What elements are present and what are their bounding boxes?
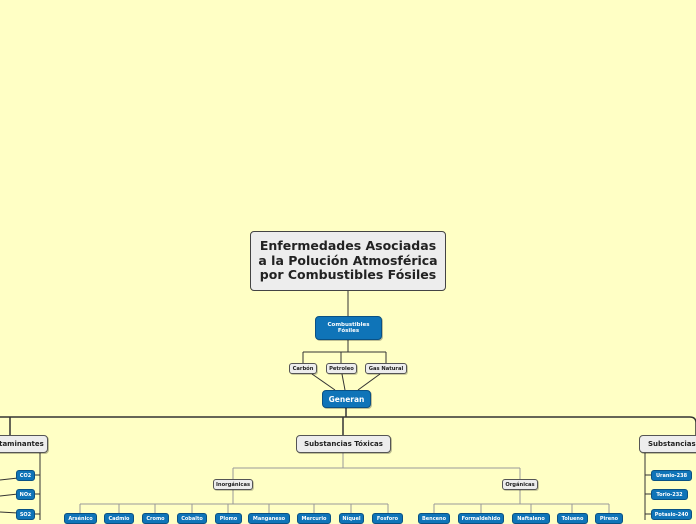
node-nox[interactable]: NOx [16,489,35,500]
node-generan[interactable]: Generan [322,390,371,408]
node-carbon[interactable]: Carbón [289,363,317,374]
node-torio[interactable]: Torio-232 [651,489,688,500]
node-so2[interactable]: SO2 [16,509,35,520]
node-mercurio[interactable]: Mercurio [297,513,331,524]
node-formaldehido[interactable]: Formaldehido [458,513,504,524]
node-plomo[interactable]: Plomo [215,513,242,524]
node-tolueno[interactable]: Tolueno [557,513,588,524]
node-gas-natural[interactable]: Gas Natural [365,363,407,374]
node-manganeso[interactable]: Manganeso [248,513,290,524]
node-combustibles-fosiles[interactable]: Combustibles Fósiles [315,316,382,340]
node-substancias-radioactivas[interactable]: Substancias [639,435,696,453]
node-uranio[interactable]: Uranio-238 [651,470,692,481]
node-petroleo[interactable]: Petroleo [326,363,357,374]
node-arsenico[interactable]: Arsénico [64,513,97,524]
node-co2[interactable]: CO2 [16,470,35,481]
central-topic[interactable]: Enfermedades Asociadas a la Polución Atm… [250,231,446,291]
node-cobalto[interactable]: Cobalto [177,513,207,524]
node-potasio[interactable]: Potasio-240 [651,509,692,520]
node-cromo[interactable]: Cromo [142,513,169,524]
node-contaminantes[interactable]: Contaminantes [0,435,48,453]
node-substancias-toxicas[interactable]: Substancias Tóxicas [296,435,391,453]
node-benceno[interactable]: Benceno [418,513,450,524]
node-fosforo[interactable]: Fosforo [372,513,403,524]
node-organicas[interactable]: Orgánicas [502,479,538,490]
node-naftaleno[interactable]: Naftaleno [512,513,550,524]
node-pireno[interactable]: Pireno [595,513,623,524]
node-inorganicas[interactable]: Inorgánicas [213,479,253,490]
node-niquel[interactable]: Níquel [339,513,364,524]
node-cadmio[interactable]: Cadmio [104,513,134,524]
